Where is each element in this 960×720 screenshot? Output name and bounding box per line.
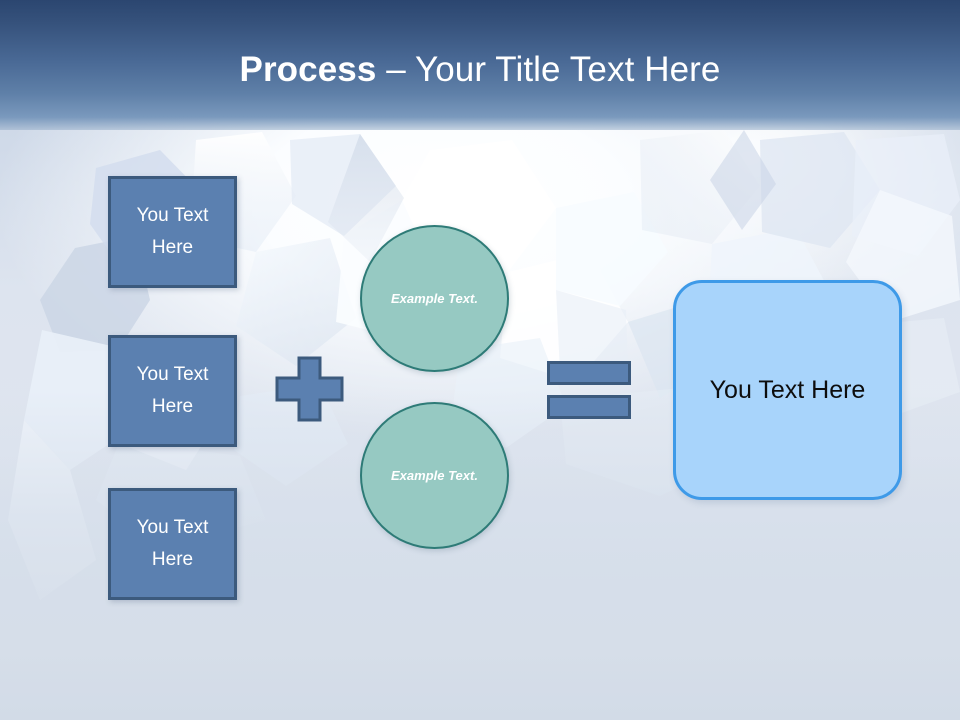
modifier-circle-1[interactable]: Example Text. — [360, 225, 509, 372]
input-box-1-label: You Text Here — [136, 205, 209, 258]
page-title: Process – Your Title Text Here — [0, 48, 960, 92]
modifier-circle-2-label: Example Text. — [391, 467, 478, 483]
input-box-3-label: You Text Here — [136, 517, 209, 570]
result-box[interactable]: You Text Here — [673, 280, 902, 500]
page-title-bold: Process — [239, 50, 377, 89]
input-box-2[interactable]: You Text Here — [108, 335, 237, 447]
equals-icon-bar-bottom — [547, 395, 631, 419]
equals-icon — [547, 361, 631, 419]
modifier-circle-2[interactable]: Example Text. — [360, 402, 509, 549]
plus-icon — [275, 356, 344, 422]
title-banner: Process – Your Title Text Here — [0, 0, 960, 130]
result-box-label: You Text Here — [709, 375, 866, 404]
input-box-1[interactable]: You Text Here — [108, 176, 237, 288]
input-box-3[interactable]: You Text Here — [108, 488, 237, 600]
equals-icon-bar-top — [547, 361, 631, 385]
modifier-circle-1-label: Example Text. — [391, 290, 478, 306]
input-box-2-label: You Text Here — [136, 364, 209, 417]
page-title-rest: – Your Title Text Here — [376, 50, 721, 89]
